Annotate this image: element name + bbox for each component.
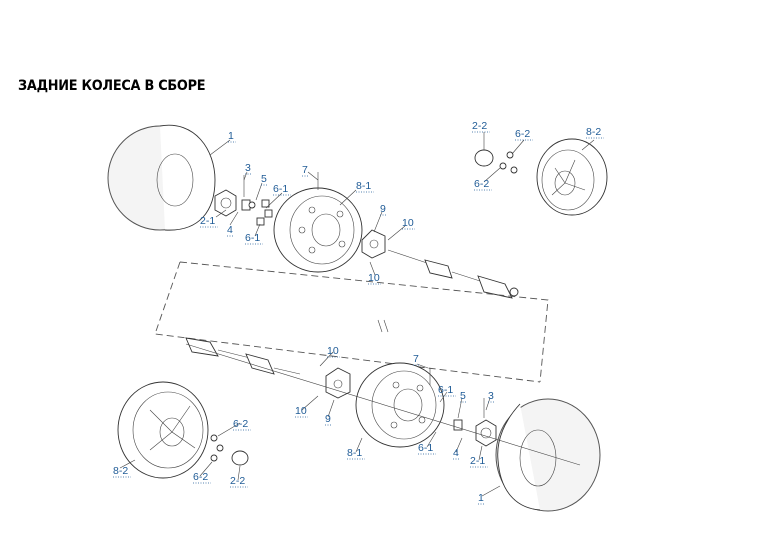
callout: 7 — [413, 353, 419, 365]
callout: 6-2 — [474, 178, 489, 190]
hub-top-left — [214, 175, 256, 217]
callout: 2-2 — [230, 475, 245, 487]
callout: 2-1 — [200, 215, 215, 227]
callout: 5 — [460, 390, 466, 402]
callout: 6-1 — [438, 384, 453, 396]
callout: 10 — [402, 217, 414, 229]
callout: 6-1 — [418, 442, 433, 454]
callout: 8-1 — [356, 180, 371, 192]
tyre-top-left — [107, 124, 216, 231]
callout: 10 — [327, 345, 339, 357]
callout: 6-1 — [245, 232, 260, 244]
leader-lines — [119, 132, 595, 497]
flange-top — [361, 229, 386, 259]
shaft-top — [387, 249, 519, 299]
callouts-top-right: 2-2 6-2 8-2 6-2 — [472, 120, 601, 190]
rim-bottom-center — [355, 362, 445, 448]
page-title: ЗАДНИЕ КОЛЕСА В СБОРЕ — [18, 78, 206, 94]
callout: 1 — [478, 492, 484, 504]
callout: 2-1 — [470, 455, 485, 467]
callout: 8-1 — [347, 447, 362, 459]
rim-top-right — [536, 138, 608, 216]
callout: 7 — [302, 164, 308, 176]
callouts-bottom-left: 6-2 8-2 6-2 2-2 — [113, 418, 248, 487]
rim-top-left — [273, 172, 363, 273]
callout: 1 — [228, 130, 234, 142]
rim-bottom-left — [117, 381, 209, 479]
callout: 6-1 — [273, 183, 288, 195]
callout: 10 — [368, 272, 380, 284]
cap-top-right — [474, 149, 518, 174]
callout: 3 — [488, 390, 494, 402]
hub-bottom — [453, 398, 497, 447]
callout-underlines — [113, 131, 604, 505]
callout: 6-2 — [193, 471, 208, 483]
callout: 2-2 — [472, 120, 487, 132]
nuts-top-left — [256, 199, 273, 226]
cap-bottom-left — [210, 434, 249, 466]
callout: 3 — [245, 162, 251, 174]
callout: 10 — [295, 405, 307, 417]
callout: 8-2 — [586, 126, 601, 138]
callout: 9 — [380, 203, 386, 215]
callout: 8-2 — [113, 465, 128, 477]
shaft-bottom — [185, 337, 301, 375]
callout: 6-2 — [233, 418, 248, 430]
callout: 9 — [325, 413, 331, 425]
callout: 5 — [261, 173, 267, 185]
callout: 6-2 — [515, 128, 530, 140]
callouts-top-left: 1 3 5 6-1 7 8-1 2-1 4 6-1 9 10 10 — [200, 130, 414, 284]
callouts-bottom-center: 10 7 6-1 5 3 10 9 8-1 6-1 4 2-1 1 — [295, 345, 494, 504]
callout: 4 — [453, 447, 459, 459]
flange-bottom — [325, 367, 351, 399]
callout: 4 — [227, 224, 233, 236]
